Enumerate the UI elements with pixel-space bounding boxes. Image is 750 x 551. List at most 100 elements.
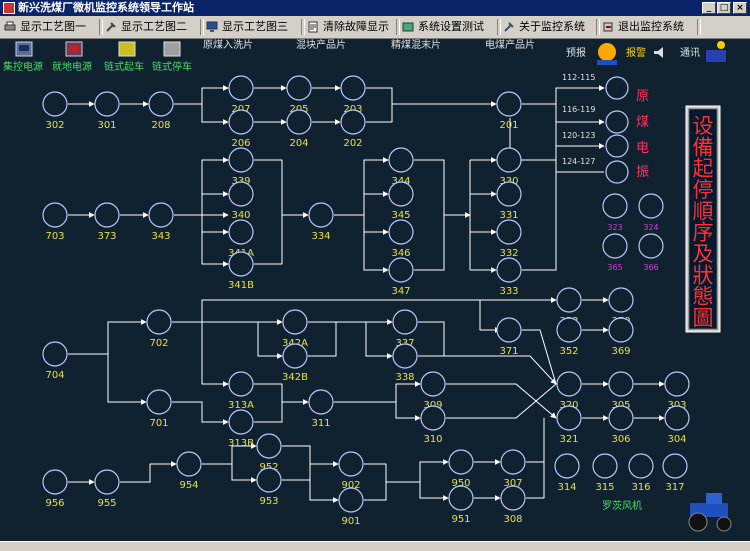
equipment-node-208[interactable]: 208	[148, 91, 174, 131]
equipment-node-956[interactable]: 956	[42, 469, 68, 509]
menu-item-process-1[interactable]: 显示工艺图一	[2, 18, 98, 36]
equipment-node-324[interactable]: 324	[638, 193, 664, 232]
menu-separator	[200, 19, 204, 35]
equipment-node-316[interactable]: 316	[628, 453, 654, 493]
chain-stop-button[interactable]: 链式停车	[152, 41, 192, 73]
close-button[interactable]: ×	[733, 2, 747, 14]
equipment-node-317[interactable]: 317	[662, 453, 688, 493]
group-raw-coal-wash[interactable]: 原煤入洗片	[203, 39, 253, 51]
equipment-node-332[interactable]: 332	[496, 219, 522, 259]
menu-label: 显示工艺图二	[121, 20, 187, 33]
group-clean-coal-fines[interactable]: 精煤混末片	[391, 39, 441, 51]
equipment-node-373[interactable]: 373	[94, 202, 120, 242]
equipment-node-333[interactable]: 333	[496, 257, 522, 297]
equipment-node-321[interactable]: 321	[556, 405, 582, 445]
equipment-node-320[interactable]: 320	[556, 371, 582, 411]
equipment-node-202[interactable]: 202	[340, 109, 366, 149]
local-power-button[interactable]: 就地电源	[52, 41, 92, 73]
equipment-status-circle	[388, 181, 414, 207]
speaker-icon[interactable]	[654, 47, 663, 58]
raw-coal-feeder-circle[interactable]	[605, 110, 629, 134]
equipment-node-341b[interactable]: 341B	[228, 251, 254, 291]
equipment-node-901[interactable]: 901	[338, 487, 364, 527]
equipment-node-207[interactable]: 207	[228, 75, 254, 115]
equipment-node-330[interactable]: 330	[496, 147, 522, 187]
equipment-node-340[interactable]: 340	[228, 181, 254, 221]
minimize-button[interactable]: _	[702, 2, 716, 14]
equipment-node-304[interactable]: 304	[664, 405, 690, 445]
equipment-node-339[interactable]: 339	[228, 147, 254, 187]
equipment-node-345[interactable]: 345	[388, 181, 414, 221]
equipment-node-303[interactable]: 303	[664, 371, 690, 411]
equipment-label: 316	[631, 482, 650, 493]
equipment-node-331[interactable]: 331	[496, 181, 522, 221]
equipment-node-204[interactable]: 204	[286, 109, 312, 149]
phone-icon[interactable]	[706, 41, 726, 62]
equipment-node-308[interactable]: 308	[500, 485, 526, 525]
equipment-node-323[interactable]: 323	[602, 193, 628, 232]
equipment-node-205[interactable]: 205	[286, 75, 312, 115]
menu-item-process-3[interactable]: 显示工艺图三	[204, 18, 300, 36]
raw-coal-feeder-circle[interactable]	[605, 160, 629, 184]
equipment-node-302[interactable]: 302	[42, 91, 68, 131]
equipment-node-310[interactable]: 310	[420, 405, 446, 445]
equipment-node-902[interactable]: 902	[338, 451, 364, 491]
menu-item-system-settings[interactable]: 系统设置测试	[400, 18, 496, 36]
alarm-lamp-icon[interactable]	[597, 43, 617, 65]
equipment-node-953[interactable]: 953	[256, 467, 282, 507]
group-mixed-lump[interactable]: 混块产品片	[296, 39, 346, 51]
equipment-node-203[interactable]: 203	[340, 75, 366, 115]
equipment-node-950[interactable]: 950	[448, 449, 474, 489]
equipment-node-701[interactable]: 701	[146, 389, 172, 429]
equipment-status-circle	[148, 91, 174, 117]
equipment-node-342b[interactable]: 342B	[282, 343, 308, 383]
equipment-node-951[interactable]: 951	[448, 485, 474, 525]
clear-icon	[308, 21, 318, 33]
equipment-node-337[interactable]: 337	[392, 309, 418, 349]
chain-start-button[interactable]: 链式起车	[104, 41, 144, 73]
equipment-node-305[interactable]: 305	[608, 371, 634, 411]
equipment-node-371[interactable]: 371	[496, 317, 522, 357]
equipment-node-201[interactable]: 201	[496, 91, 522, 131]
equipment-node-703[interactable]: 703	[42, 202, 68, 242]
maximize-button[interactable]: □	[717, 2, 731, 14]
raw-coal-feeder-circle[interactable]	[605, 76, 629, 100]
equipment-node-347[interactable]: 347	[388, 257, 414, 297]
equipment-node-306[interactable]: 306	[608, 405, 634, 445]
group-power-coal[interactable]: 电煤产品片	[485, 39, 535, 51]
equipment-node-313a[interactable]: 313A	[228, 371, 254, 411]
equipment-node-342a[interactable]: 342A	[282, 309, 308, 349]
equipment-node-311[interactable]: 311	[308, 389, 334, 429]
equipment-node-338[interactable]: 338	[392, 343, 418, 383]
equipment-label: 304	[667, 434, 686, 445]
equipment-node-334[interactable]: 334	[308, 202, 334, 242]
equipment-node-955[interactable]: 955	[94, 469, 120, 509]
equipment-node-952[interactable]: 952	[256, 433, 282, 473]
equipment-node-369[interactable]: 369	[608, 317, 634, 357]
equipment-node-346[interactable]: 346	[388, 219, 414, 259]
menu-item-clear-fault[interactable]: 清除故障显示	[305, 18, 395, 36]
equipment-node-315[interactable]: 315	[592, 453, 618, 493]
equipment-node-702[interactable]: 702	[146, 309, 172, 349]
equipment-node-309[interactable]: 309	[420, 371, 446, 411]
equipment-node-301[interactable]: 301	[94, 91, 120, 131]
raw-coal-feeder-circle[interactable]	[605, 134, 629, 158]
equipment-status-circle	[148, 202, 174, 228]
equipment-node-313b[interactable]: 313B	[228, 409, 254, 449]
equipment-label: 306	[611, 434, 630, 445]
equipment-node-206[interactable]: 206	[228, 109, 254, 149]
menu-item-exit[interactable]: 退出监控系统	[600, 18, 696, 36]
equipment-node-343[interactable]: 343	[148, 202, 174, 242]
equipment-node-307[interactable]: 307	[500, 449, 526, 489]
equipment-node-365[interactable]: 365	[602, 233, 628, 272]
equipment-status-circle	[42, 91, 68, 117]
menu-item-process-2[interactable]: 显示工艺图二	[103, 18, 199, 36]
equipment-node-366[interactable]: 366	[638, 233, 664, 272]
equipment-node-352[interactable]: 352	[556, 317, 582, 357]
equipment-node-344[interactable]: 344	[388, 147, 414, 187]
equipment-node-314[interactable]: 314	[554, 453, 580, 493]
equipment-node-954[interactable]: 954	[176, 451, 202, 491]
menu-item-about[interactable]: 关于监控系统	[501, 18, 595, 36]
central-power-button[interactable]: 集控电源	[3, 41, 43, 73]
equipment-node-704[interactable]: 704	[42, 341, 68, 381]
